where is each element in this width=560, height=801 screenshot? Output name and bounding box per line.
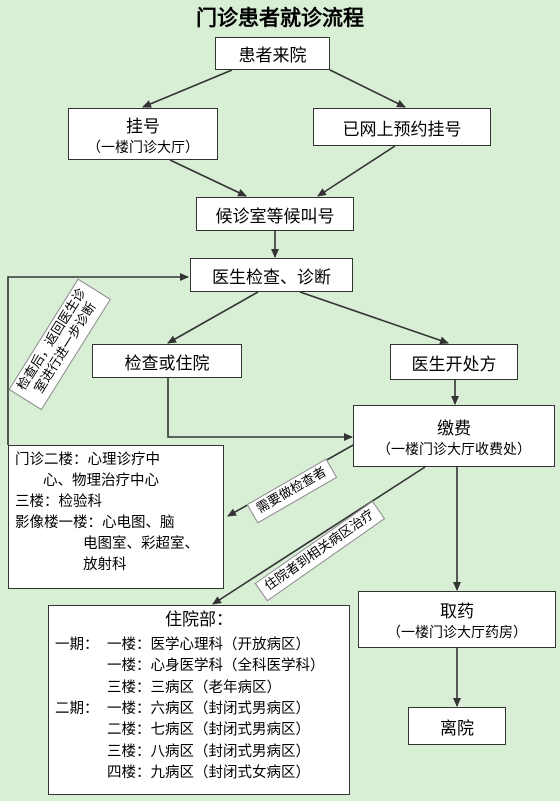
departments-line-6: 放射科	[83, 557, 127, 574]
ward-row-prefix	[55, 656, 107, 677]
arrow-register-wait	[169, 159, 247, 197]
arrow-arrive-online	[329, 69, 406, 108]
ward-row: 一楼：心身医学科（全科医学科）	[55, 656, 343, 677]
node-exam-label: 医生检查、诊断	[212, 267, 331, 288]
node-register: 挂号 （一楼门诊大厅）	[68, 108, 218, 160]
ward-row: 三楼：三病区（老年病区）	[55, 678, 343, 699]
node-pay-sub: （一楼门诊大厅收费处）	[377, 441, 531, 458]
ward-row: 一期： 一楼：医学心理科（开放病区）	[55, 635, 343, 656]
node-check-or-admit: 检查或住院	[92, 344, 242, 378]
arrow-exam-check	[167, 291, 259, 344]
ward-row-text: 一楼：六病区（封闭式男病区）	[107, 700, 310, 717]
node-arrive: 患者来院	[215, 37, 330, 70]
arrow-arrive-register	[142, 69, 233, 108]
node-pharmacy-label: 取药	[440, 602, 474, 622]
node-pay-label: 缴费	[437, 418, 471, 439]
ward-row: 四楼：九病区（封闭式女病区）	[55, 763, 343, 784]
node-wait: 候诊室等候叫号	[196, 197, 354, 231]
node-leave-label: 离院	[440, 718, 474, 739]
node-register-label: 挂号	[126, 116, 160, 137]
node-check-or-admit-label: 检查或住院	[124, 353, 210, 374]
node-leave: 离院	[408, 707, 506, 745]
ward-row-prefix	[55, 720, 107, 741]
ward-box: 住院部： 一期： 一楼：医学心理科（开放病区） 一楼：心身医学科（全科医学科） 三…	[48, 605, 350, 795]
arrow-exam-prescribe	[299, 291, 449, 345]
arrow-check-pay	[167, 378, 353, 441]
node-prescribe-label: 医生开处方	[411, 354, 497, 375]
node-arrive-label: 患者来院	[238, 46, 307, 66]
ward-row-text: 一楼：心身医学科（全科医学科）	[107, 658, 325, 675]
departments-line-2: 心、物理治疗中心	[43, 473, 159, 490]
page-title: 门诊患者就诊流程	[196, 5, 364, 30]
node-wait-label: 候诊室等候叫号	[215, 206, 335, 227]
ward-row-prefix	[55, 763, 107, 784]
ward-row-text: 三楼：八病区（封闭式男病区）	[107, 743, 310, 760]
ward-row-text: 三楼：三病区（老年病区）	[107, 679, 281, 696]
ward-row-prefix	[55, 678, 107, 699]
ward-row: 二期： 一楼：六病区（封闭式男病区）	[55, 699, 343, 720]
node-pharmacy: 取药 （一楼门诊大厅药房）	[358, 591, 556, 648]
departments-line-4: 影像楼一楼：心电图、脑	[15, 515, 175, 532]
ward-row-text: 一楼：医学心理科（开放病区）	[107, 636, 310, 653]
ward-row: 三楼：八病区（封闭式男病区）	[55, 742, 343, 763]
arrow-pay-ward	[212, 466, 426, 605]
ward-row-prefix: 二期：	[55, 700, 99, 717]
node-online-label: 已网上预约挂号	[342, 119, 462, 140]
ward-row: 二楼：七病区（封闭式男病区）	[55, 720, 343, 741]
departments-box: 门诊二楼：心理诊疗中 心、物理治疗中心 三楼：检验科 影像楼一楼：心电图、脑 电…	[8, 445, 224, 589]
ward-title: 住院部：	[165, 610, 233, 630]
node-pay: 缴费 （一楼门诊大厅收费处）	[353, 405, 555, 467]
departments-line-5: 电图室、彩超室、	[83, 536, 199, 553]
node-online: 已网上预约挂号	[313, 108, 491, 146]
node-register-sub: （一楼门诊大厅）	[87, 139, 199, 156]
arrow-return-exam	[7, 273, 189, 445]
node-exam: 医生检查、诊断	[190, 258, 353, 292]
arrow-online-wait	[317, 145, 396, 197]
node-pharmacy-sub: （一楼门诊大厅药房）	[387, 625, 527, 641]
node-prescribe: 医生开处方	[390, 344, 518, 380]
ward-row-prefix	[55, 742, 107, 763]
ward-row-prefix: 一期：	[55, 636, 99, 653]
departments-line-3: 三楼：检验科	[15, 494, 102, 511]
departments-line-1: 门诊二楼：心理诊疗中	[15, 452, 160, 468]
ward-row-text: 四楼：九病区（封闭式女病区）	[107, 764, 310, 781]
ward-row-text: 二楼：七病区（封闭式男病区）	[107, 722, 310, 739]
